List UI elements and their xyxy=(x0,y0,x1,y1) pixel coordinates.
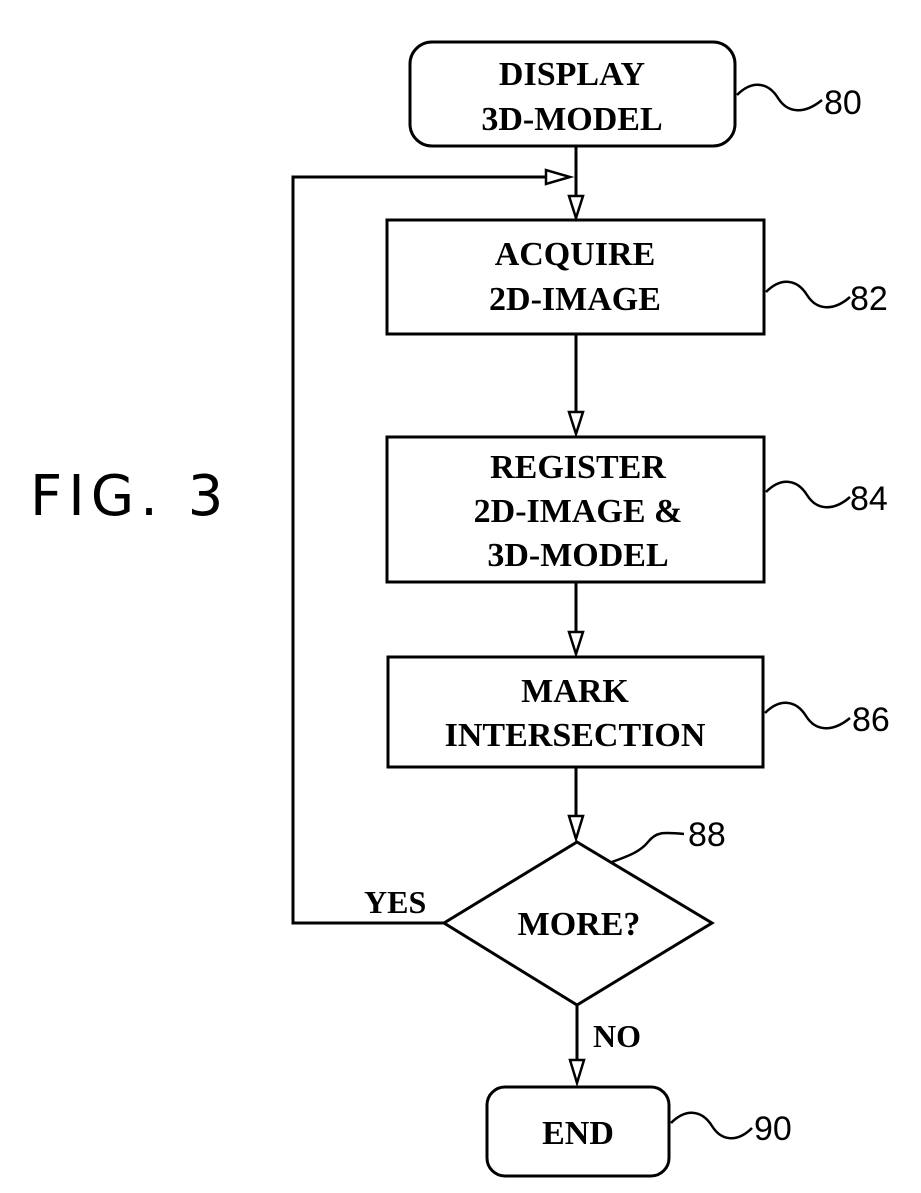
arrowhead-into-decision xyxy=(569,816,583,839)
ref-number-86: 86 xyxy=(852,701,890,739)
ref-number-80: 80 xyxy=(824,84,862,122)
register-line-1: REGISTER xyxy=(490,449,666,486)
display-line-1: DISPLAY xyxy=(499,56,645,93)
acquire-line-2: 2D-IMAGE xyxy=(489,281,661,318)
mark-line-1: MARK xyxy=(521,673,629,710)
ref-leader-80 xyxy=(737,85,822,110)
ref-leader-84 xyxy=(766,482,850,507)
ref-leader-82 xyxy=(766,282,850,307)
ref-leader-88 xyxy=(612,833,684,862)
step-mark-intersection: MARK INTERSECTION 86 xyxy=(388,657,890,767)
ref-number-82: 82 xyxy=(850,280,888,318)
step-acquire-2d-image: ACQUIRE 2D-IMAGE 82 xyxy=(387,220,888,334)
ref-number-84: 84 xyxy=(850,480,888,518)
arrowhead-into-end xyxy=(570,1060,584,1083)
register-line-3: 3D-MODEL xyxy=(487,537,668,574)
arrowhead-into-mark xyxy=(569,632,583,654)
step-decision-more: MORE? 88 xyxy=(444,816,726,1005)
yes-label: YES xyxy=(364,884,426,920)
arrowhead-into-register xyxy=(569,412,583,434)
mark-line-2: INTERSECTION xyxy=(445,717,706,754)
end-label: END xyxy=(542,1115,614,1152)
register-line-2: 2D-IMAGE & xyxy=(474,493,683,530)
decision-label: MORE? xyxy=(518,906,641,943)
ref-number-90: 90 xyxy=(754,1110,792,1148)
no-label: NO xyxy=(593,1018,641,1054)
arrowhead-into-acquire xyxy=(569,196,583,218)
arrowhead-yes-loop xyxy=(546,170,570,184)
ref-number-88: 88 xyxy=(688,816,726,854)
acquire-line-1: ACQUIRE xyxy=(495,236,656,273)
ref-leader-86 xyxy=(765,703,850,728)
step-display-3d-model: DISPLAY 3D-MODEL 80 xyxy=(410,42,862,146)
ref-leader-90 xyxy=(671,1113,752,1138)
step-register: REGISTER 2D-IMAGE & 3D-MODEL 84 xyxy=(387,437,888,582)
figure-label: FIG. 3 xyxy=(30,464,229,529)
display-line-2: 3D-MODEL xyxy=(481,101,662,138)
step-end: END 90 xyxy=(487,1087,792,1176)
